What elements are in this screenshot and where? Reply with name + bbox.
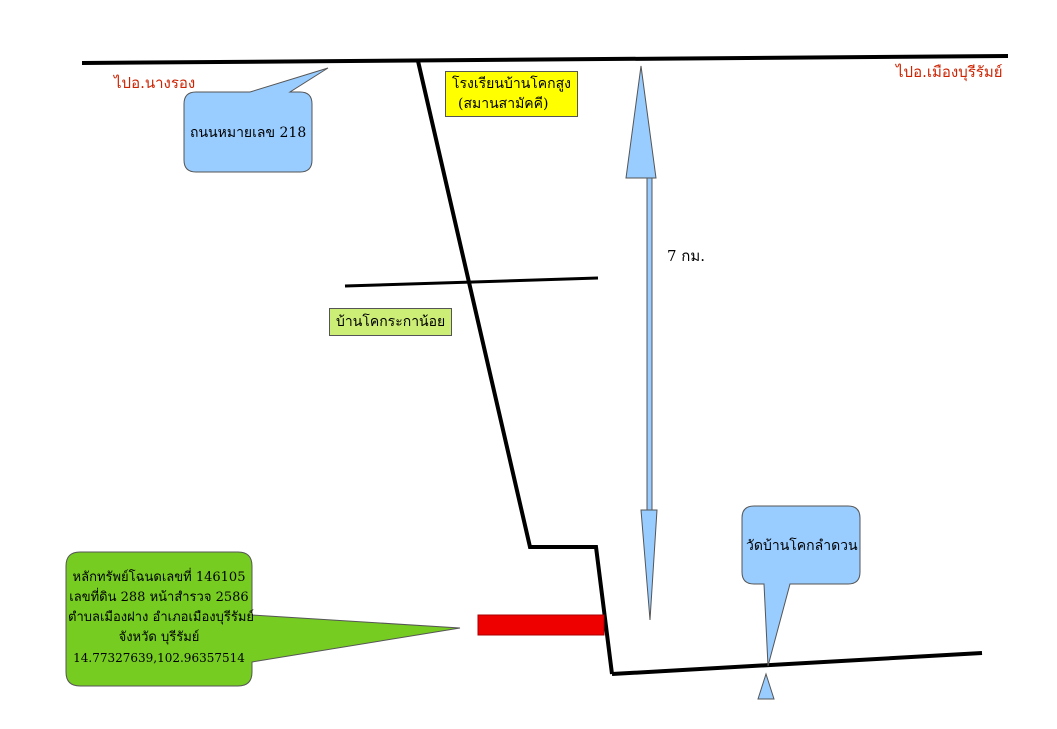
distance-label: 7 กม. bbox=[667, 247, 706, 265]
school-label: โรงเรียนบ้านโคกสูง (สมานสามัคคี) bbox=[445, 71, 579, 117]
property-coordinates: 14.77327639,102.96357514 bbox=[73, 651, 245, 665]
school-label-line1: โรงเรียนบ้านโคกสูง bbox=[452, 76, 572, 92]
property-deed-number: หลักทรัพย์โฉนดเลขที่ 146105 bbox=[72, 570, 246, 585]
distance-arrow bbox=[625, 65, 658, 621]
wat-callout bbox=[741, 505, 861, 667]
side-road bbox=[416, 60, 614, 675]
wat-location-marker bbox=[757, 672, 775, 700]
wat-label: วัดบ้านโคกลำดวน bbox=[746, 538, 858, 554]
property-land-number: เลขที่ดิน 288 หน้าสำรวจ 2586 bbox=[69, 590, 249, 605]
ban-khok-kra-noi-label: บ้านโคกระกาน้อย bbox=[329, 308, 453, 336]
property-marker bbox=[477, 614, 605, 636]
road-218-label: ถนนหมายเลข 218 bbox=[190, 125, 307, 141]
property-callout bbox=[65, 551, 461, 687]
school-label-line2: (สมานสามัคคี) bbox=[458, 96, 549, 112]
property-province: จังหวัด บุรีรัมย์ bbox=[118, 630, 200, 645]
direction-to-nang-rong: ไปอ.นางรอง bbox=[114, 74, 196, 92]
property-location: ตำบลเมืองฝาง อำเภอเมืองบุรีรัมย์ bbox=[68, 610, 255, 625]
cross-road bbox=[344, 276, 599, 288]
property-details: หลักทรัพย์โฉนดเลขที่ 146105 เลขที่ดิน 28… bbox=[68, 568, 255, 668]
road-218-callout bbox=[183, 67, 329, 173]
main-road-218 bbox=[81, 54, 1009, 65]
direction-to-mueang-buriram: ไปอ.เมืองบุรีรัมย์ bbox=[896, 63, 1003, 81]
bottom-road bbox=[611, 651, 983, 676]
